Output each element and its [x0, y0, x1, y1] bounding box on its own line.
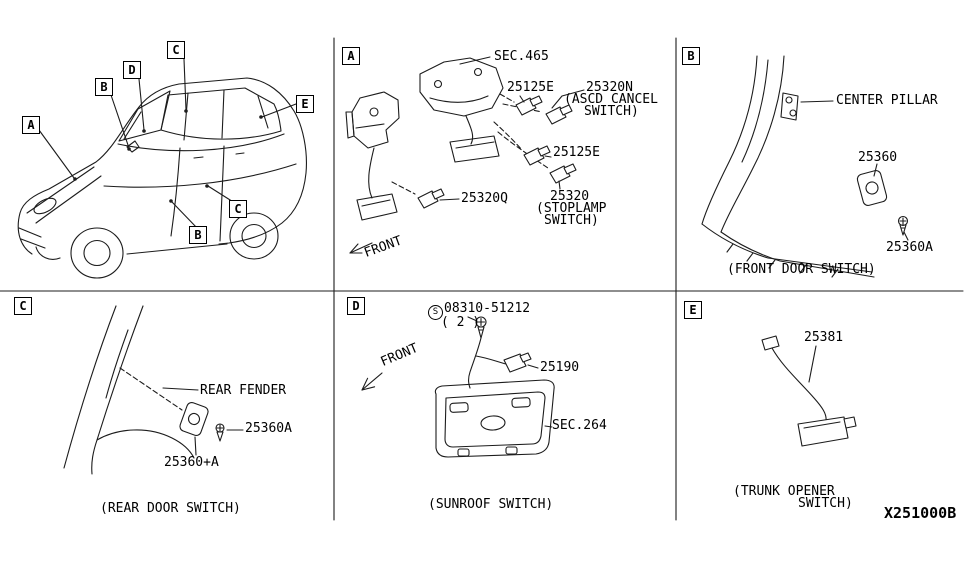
stoplamp-switch-name-1: (STOPLAMP: [536, 201, 607, 216]
center-pillar-label: CENTER PILLAR: [836, 93, 938, 108]
front-arrow-a: [349, 242, 373, 254]
car-callout-b: B: [95, 78, 113, 96]
panel-d-marker: D: [347, 297, 365, 315]
pedal-assembly-drawing: [345, 56, 504, 221]
sunroof-console-drawing: [434, 379, 555, 458]
car-callout-c-bottom: C: [229, 200, 247, 218]
part-label-25360: 25360: [858, 150, 898, 165]
rear-fender-label: REAR FENDER: [200, 383, 287, 398]
panel-e-marker: E: [684, 301, 702, 319]
screw-quantity-label: ( 2 ): [441, 315, 481, 330]
part-label-25125e-upper: 25125E: [507, 80, 554, 95]
divider-lines: [0, 37, 964, 521]
part-label-25125e-lower: 25125E: [553, 145, 600, 160]
car-callout-c-top: C: [167, 41, 185, 59]
sunroof-switch-caption: (SUNROOF SWITCH): [428, 497, 554, 512]
trunk-opener-switch-drawing: [761, 335, 857, 447]
screw-standard-icon: S: [428, 305, 443, 320]
drawing-code: X251000B: [884, 504, 957, 522]
part-label-25360a-b: 25360A: [886, 240, 933, 255]
car-illustration: [17, 77, 307, 279]
sunroof-screw-wire-drawing: [467, 316, 539, 389]
part-label-25381: 25381: [804, 330, 844, 345]
ascd-cancel-switch-name-2: SWITCH): [584, 104, 639, 119]
panel-c-marker: C: [14, 297, 32, 315]
panel-a-marker: A: [342, 47, 360, 65]
trunk-opener-caption-2: SWITCH): [798, 496, 853, 511]
section-ref-465: SEC.465: [494, 49, 549, 64]
front-door-switch-caption: (FRONT DOOR SWITCH): [727, 262, 876, 277]
rear-door-switch-caption: (REAR DOOR SWITCH): [100, 501, 241, 516]
part-label-25320q: 25320Q: [461, 191, 508, 206]
front-arrow-d: [361, 372, 383, 391]
car-callout-leaders: [38, 58, 297, 230]
stoplamp-switch-name-2: SWITCH): [544, 213, 599, 228]
panel-b-marker: B: [682, 47, 700, 65]
car-callout-b-bottom: B: [189, 226, 207, 244]
car-callout-e: E: [296, 95, 314, 113]
part-label-25360-plus-a: 25360+A: [164, 455, 219, 470]
stoplamp-switches-drawing: [391, 89, 585, 209]
part-label-25360a-c: 25360A: [245, 421, 292, 436]
front-door-switch-drawing: [856, 163, 909, 241]
part-label-25320: 25320: [550, 189, 590, 204]
part-label-25320n: 25320N: [586, 80, 633, 95]
ascd-cancel-switch-name-1: (ASCD CANCEL: [564, 92, 658, 107]
section-ref-264: SEC.264: [552, 418, 607, 433]
car-callout-a: A: [22, 116, 40, 134]
rear-fender-drawing: [63, 305, 199, 475]
car-callout-d: D: [123, 61, 141, 79]
screw-part-number: 08310-51212: [444, 301, 531, 316]
trunk-opener-caption-1: (TRUNK OPENER: [733, 484, 835, 499]
center-pillar-drawing: [701, 55, 875, 278]
part-label-25190: 25190: [540, 360, 580, 375]
rear-door-switch-drawing: [179, 402, 244, 456]
